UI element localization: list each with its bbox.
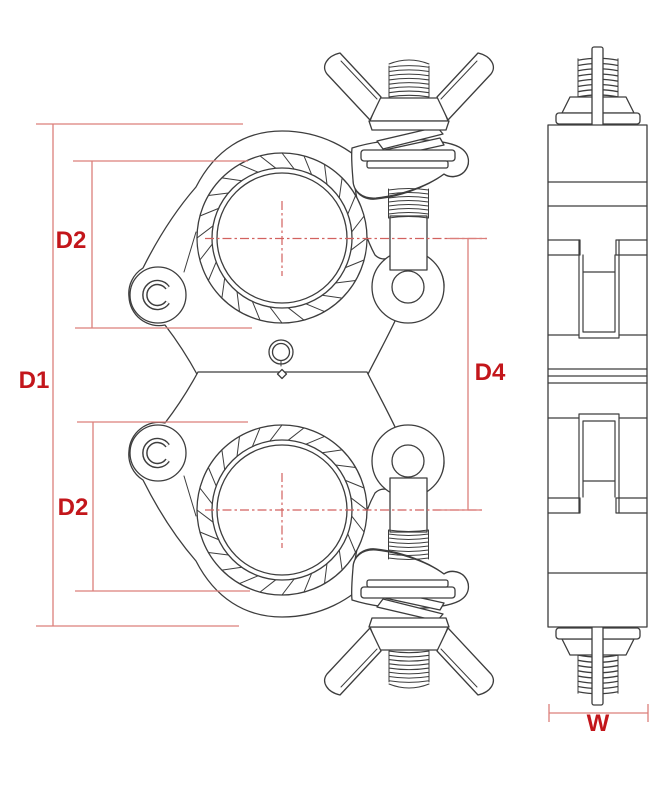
dimension-d1 — [36, 123, 243, 627]
side-view-details — [547, 181, 648, 574]
dimension-d2-top — [73, 160, 252, 329]
swivel-pin — [268, 339, 294, 380]
dimension-d2-bottom — [75, 421, 250, 592]
dimension-label-d2-bottom: D2 — [57, 494, 89, 521]
dimension-lines — [36, 123, 649, 722]
dimension-label-d4: D4 — [474, 359, 506, 386]
centerline-bottom — [205, 473, 482, 548]
dimension-w — [548, 704, 649, 722]
dimension-label-d1: D1 — [18, 367, 50, 394]
centerline-top — [205, 201, 487, 276]
dimension-label-w: W — [586, 710, 610, 737]
side-view — [547, 47, 648, 705]
dimension-label-d2-top: D2 — [55, 227, 87, 254]
front-view — [129, 53, 494, 695]
bottom-clamp — [129, 372, 494, 695]
